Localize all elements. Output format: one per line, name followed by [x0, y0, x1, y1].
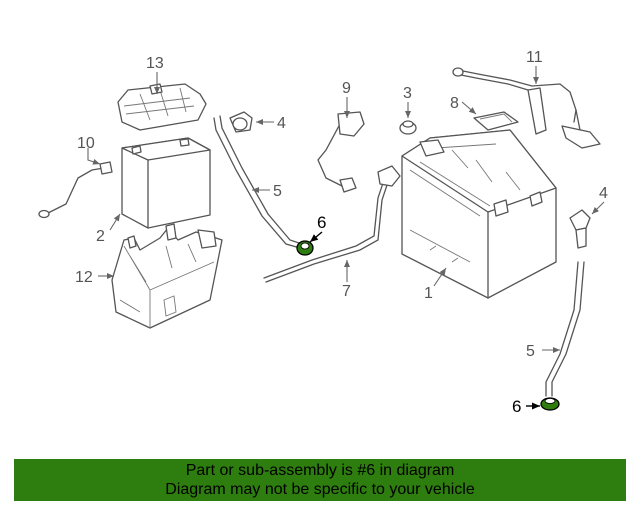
callout-6-left: 6: [317, 213, 326, 232]
parts-diagram: 13 10 2 12 4 5 6 9 3 8 11 1 7 4 5 6: [38, 49, 608, 416]
part-6-plug-left: [296, 240, 314, 256]
callout-10: 10: [77, 135, 95, 152]
part-5-vent-hose-right: [545, 261, 585, 397]
part-6-plug-right: [540, 397, 560, 411]
callout-7: 7: [342, 283, 351, 300]
callout-4-right: 4: [599, 185, 608, 202]
callout-3: 3: [403, 85, 412, 102]
part-2-auxiliary-battery: [121, 137, 211, 229]
callout-4-left: 4: [277, 115, 286, 132]
part-3-plug: [399, 120, 417, 135]
info-banner: Part or sub-assembly is #6 in diagram Di…: [14, 459, 626, 501]
part-12-battery-tray: [111, 223, 223, 329]
part-1-main-battery: [401, 129, 557, 299]
callout-5-right: 5: [526, 343, 535, 360]
callout-12: 12: [75, 269, 93, 286]
part-9-sensor-cable: [317, 111, 365, 193]
callout-5-left: 5: [273, 183, 282, 200]
info-banner-line-2: Diagram may not be specific to your vehi…: [165, 481, 475, 498]
callout-2: 2: [96, 228, 105, 245]
part-4-elbow-right: [569, 209, 591, 249]
leader-lines: [87, 66, 605, 410]
callout-8: 8: [450, 95, 459, 112]
callout-1: 1: [424, 285, 433, 302]
part-8-pad: [473, 111, 519, 131]
part-11-hold-down-bracket: [452, 67, 601, 149]
part-10-ground-cable: [38, 161, 113, 219]
part-13-battery-cover: [117, 83, 207, 131]
part-5-vent-hose-left: [213, 115, 303, 249]
callout-11: 11: [526, 49, 543, 66]
part-7-battery-cable: [263, 165, 401, 283]
info-banner-line-1: Part or sub-assembly is #6 in diagram: [185, 462, 455, 479]
callout-6-right: 6: [512, 397, 521, 416]
callout-9: 9: [342, 80, 351, 97]
callout-13: 13: [146, 55, 164, 72]
part-4-elbow-left: [229, 111, 253, 133]
